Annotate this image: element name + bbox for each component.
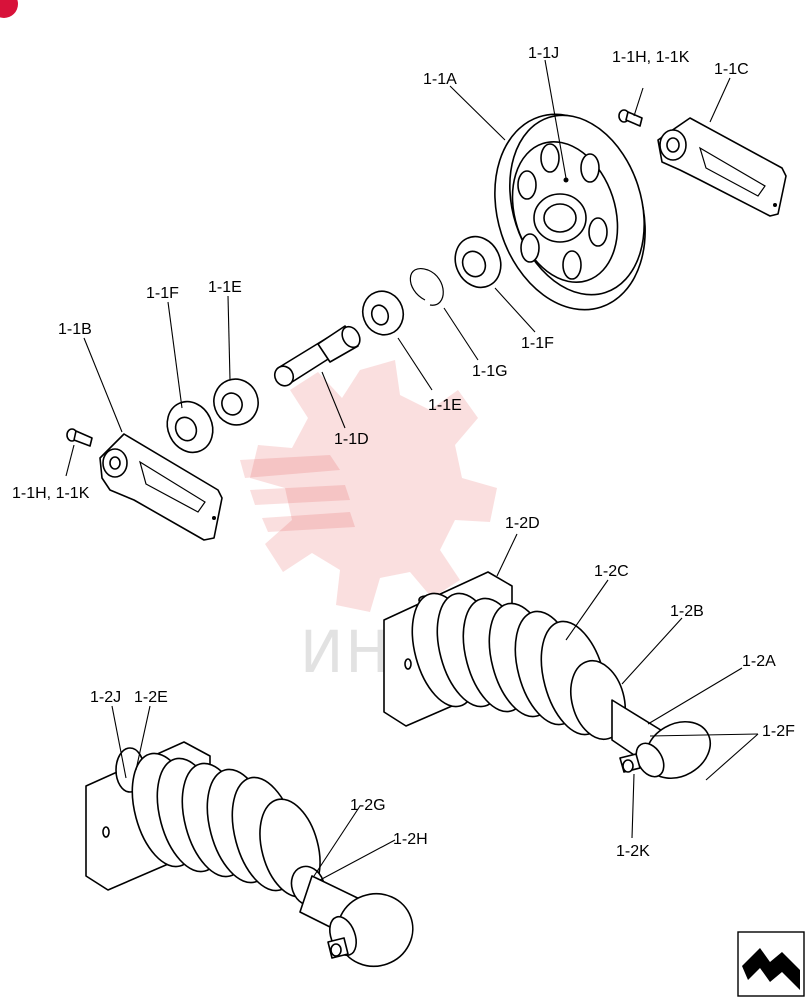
callout-1-1E-left: 1-1E — [208, 279, 242, 296]
callout-1-1D: 1-1D — [334, 431, 369, 448]
callout-1-2C: 1-2C — [594, 563, 629, 580]
snap-ring — [409, 267, 444, 306]
callout-1-2F: 1-2F — [762, 723, 795, 740]
callout-1-2E: 1-2E — [134, 689, 168, 706]
callout-1-2A: 1-2A — [742, 653, 776, 670]
callouts: 1-1A 1-1J 1-1H, 1-1K 1-1C 1-1F 1-1E 1-1B… — [12, 45, 795, 860]
callout-1-2J: 1-2J — [90, 689, 121, 706]
watermark-gear-icon — [240, 360, 497, 612]
seal-left — [166, 400, 214, 454]
callout-1-1F-left: 1-1F — [146, 285, 179, 302]
callout-1-1B: 1-1B — [58, 321, 92, 338]
recoil-spring-assembly-left — [85, 741, 414, 968]
callout-1-1E-right: 1-1E — [428, 397, 462, 414]
callout-1-2D: 1-2D — [505, 515, 540, 532]
bracket-left — [99, 433, 223, 541]
recoil-spring-assembly-right — [383, 571, 711, 780]
seal-right — [454, 235, 502, 289]
bushing-right — [361, 290, 405, 336]
idler-wheel — [494, 113, 646, 311]
bracket-right — [657, 117, 787, 217]
next-page-arrow-icon[interactable] — [737, 931, 805, 997]
callout-1-1H-1-1K-top: 1-1H, 1-1K — [612, 49, 690, 66]
callout-1-2K: 1-2K — [616, 843, 650, 860]
callout-1-1H-1-1K-left: 1-1H, 1-1K — [12, 485, 90, 502]
callout-1-1G: 1-1G — [472, 363, 508, 380]
idler-shaft — [273, 325, 361, 387]
leader-lines — [65, 59, 759, 881]
callout-1-2H: 1-2H — [393, 831, 428, 848]
callout-1-2G: 1-2G — [350, 797, 386, 814]
callout-1-1F-right: 1-1F — [521, 335, 554, 352]
bolt-left — [66, 428, 93, 447]
corner-badge-icon — [0, 0, 18, 18]
callout-1-1J: 1-1J — [528, 45, 559, 62]
callout-1-2B: 1-2B — [670, 603, 704, 620]
bushing-left — [213, 378, 259, 426]
bolt-top — [618, 109, 643, 127]
callout-1-1C: 1-1C — [714, 61, 749, 78]
callout-1-1A: 1-1A — [423, 71, 457, 88]
